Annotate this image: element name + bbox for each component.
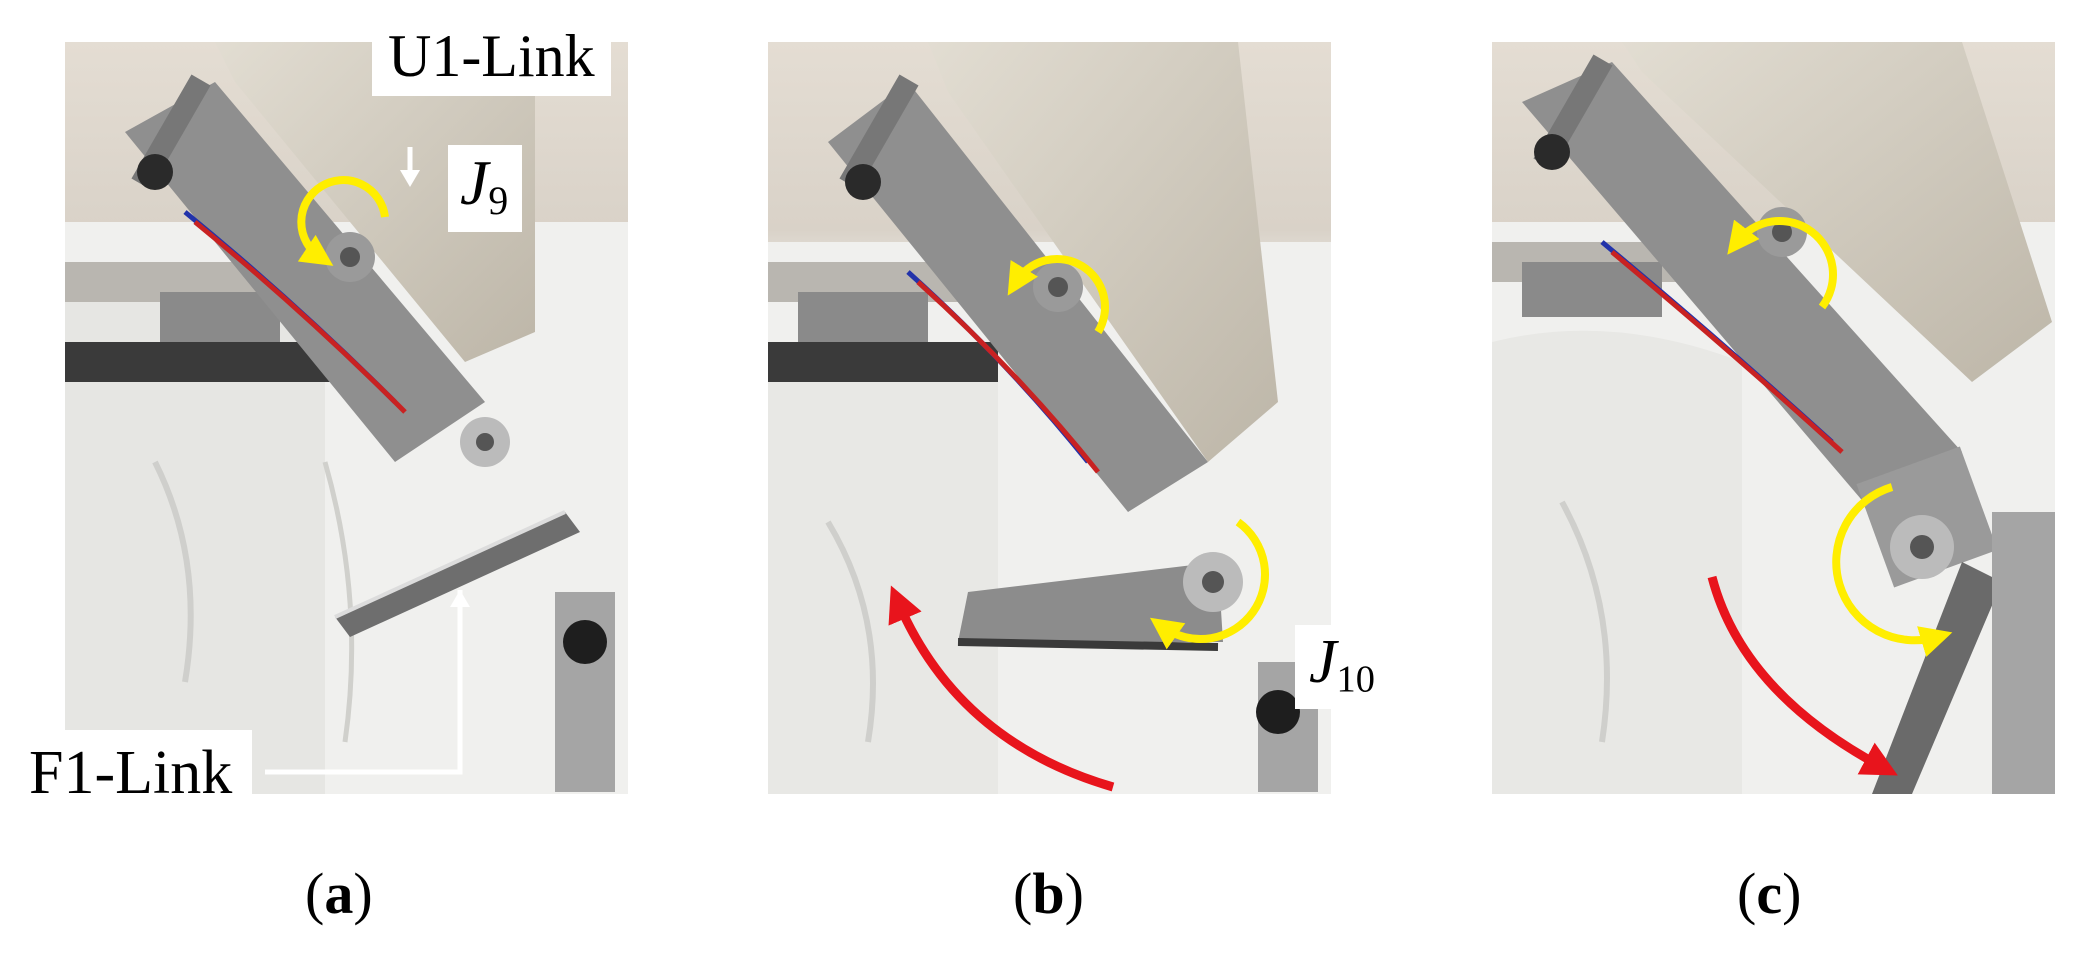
rotation-arrow-j9-a (297, 176, 389, 266)
photo-panel-b (768, 42, 1331, 794)
rotation-arrow-j9-b (1007, 254, 1109, 335)
rotation-arrow-j10-c (1832, 483, 1953, 657)
robot-photo-a (65, 42, 628, 794)
robot-photo-c (1492, 42, 2055, 794)
j9-label: J9 (448, 145, 523, 232)
caption-b: (b) (1013, 861, 1084, 926)
f1-link-label: F1-Link (15, 730, 253, 812)
robot-photo-b (768, 42, 1331, 794)
photo-panel-a (65, 42, 628, 794)
motion-arrow-b (888, 585, 1115, 792)
motion-arrow-c (1707, 575, 1898, 776)
j10-label: J10 (1295, 625, 1391, 710)
f1-link-pointer (265, 632, 463, 775)
caption-c: (c) (1737, 861, 1802, 926)
rotation-arrow-j10-b (1149, 518, 1269, 650)
caption-a: (a) (305, 861, 373, 926)
u1-link-label: U1-Link (372, 20, 611, 96)
rotation-arrow-j9-c (1727, 217, 1837, 310)
photo-panel-c (1492, 42, 2055, 794)
